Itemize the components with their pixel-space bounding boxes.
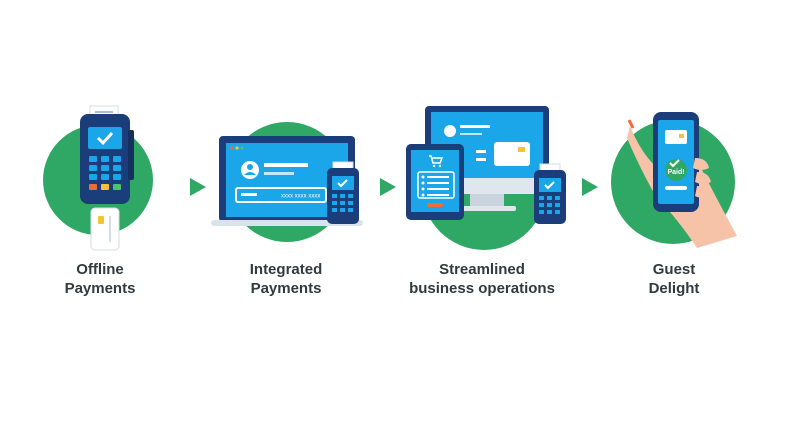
terminal-number-text: xxxx xxxx xxxx [281, 194, 320, 200]
step-line1: Offline [76, 261, 124, 278]
step-label-streamlined: Streamlined business operations [382, 260, 582, 298]
step-line1: Integrated [249, 261, 323, 278]
streamlined-operations-illustration [406, 106, 566, 250]
step-label-offline: Offline Payments [0, 260, 200, 298]
step-line2: Delight [648, 280, 700, 297]
step-line2: business operations [409, 280, 555, 297]
credit-card-icon [90, 207, 120, 251]
integrated-payments-illustration: xxxx xxxx xxxx [211, 122, 363, 242]
arrow-right-icon [380, 178, 396, 196]
step-label-guest: Guest Delight [574, 260, 774, 298]
arrow-right-icon [190, 178, 206, 196]
step-line2: Payments [64, 280, 136, 297]
paid-text: Paid! [667, 169, 684, 176]
offline-payments-illustration [43, 105, 153, 251]
guest-delight-illustration: Paid! [611, 112, 737, 248]
arrow-right-icon [582, 178, 598, 196]
step-line2: Payments [250, 280, 322, 297]
step-line1: Streamlined [439, 261, 525, 278]
cart-icon [429, 155, 444, 164]
step-line1: Guest [652, 261, 696, 278]
step-label-integrated: Integrated Payments [186, 260, 386, 298]
